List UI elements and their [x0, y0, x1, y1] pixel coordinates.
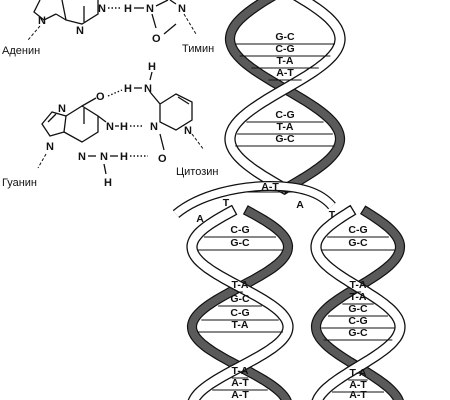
- fork-base-label: A: [296, 199, 304, 211]
- base-pair-label: T-A: [350, 367, 367, 379]
- adenine-n1: N: [98, 3, 106, 15]
- base-pair-label: A-T: [349, 389, 367, 400]
- thymine-n3: N: [146, 3, 154, 15]
- thymine-label: Тимин: [182, 43, 214, 55]
- backbone-strand-front: [310, 204, 406, 400]
- base-pair-label: G-C: [348, 303, 368, 315]
- backbone-strand-back: [310, 205, 406, 400]
- base-pair-label: G-C: [275, 31, 295, 43]
- backbone-strand-front: [186, 204, 294, 400]
- base-pair-label: G-C: [275, 133, 295, 145]
- base-pair-label: C-G: [230, 307, 249, 319]
- guanine-n3: N: [78, 151, 86, 163]
- adenine-label: Аденин: [2, 45, 40, 57]
- base-pair-label: T-A: [232, 279, 249, 291]
- base-pair-label: A-T: [231, 377, 249, 389]
- guanine-o: O: [96, 91, 105, 103]
- base-pair-label: T-A: [232, 365, 249, 377]
- guanine-n7: N: [58, 103, 66, 115]
- guanine-n1: N: [106, 121, 114, 133]
- cytosine-h2: H: [148, 61, 156, 73]
- base-pair-label: G-C: [348, 327, 368, 339]
- cytosine-o: O: [158, 153, 167, 165]
- thymine-h: H: [124, 3, 132, 15]
- base-pair-label: C-G: [275, 43, 294, 55]
- fork-base-label: T: [223, 197, 230, 209]
- helix-daughter-right: C-GG-CT-AT-AG-CC-GG-CT-AA-TA-T: [310, 204, 406, 400]
- base-pair-label: C-G: [230, 224, 249, 236]
- base-pair-label: T-A: [232, 319, 249, 331]
- base-pair-label: A-T: [276, 67, 294, 79]
- helix-daughter-left: C-GG-CT-AG-CC-GT-AT-AA-TA-T: [186, 204, 294, 400]
- cytosine-label: Цитозин: [176, 166, 218, 178]
- base-pair-label: T-A: [277, 55, 294, 67]
- base-pair-label: G-C: [230, 237, 250, 249]
- guanine-cytosine-pair: N N O N H N N H H H N H N O N Гу: [2, 61, 218, 189]
- backbone-strand-back: [186, 205, 294, 400]
- base-pair-label: G-C: [348, 237, 368, 249]
- guanine-h2: H: [120, 151, 128, 163]
- base-pair-label: A-T: [231, 389, 249, 400]
- guanine-h1: H: [120, 121, 128, 133]
- adenine-thymine-pair: N N N H N O N Аденин Тимин: [2, 0, 214, 57]
- adenine-n9: N: [38, 15, 46, 27]
- helix-parent: G-CC-GT-AA-TC-GT-AG-C: [224, 0, 346, 196]
- replication-fork: A-T T A A T: [172, 180, 336, 225]
- guanine-h3: H: [104, 177, 112, 189]
- base-pair-label: A-T: [349, 379, 367, 391]
- cytosine-n1: N: [184, 125, 192, 137]
- base-pair-label: C-G: [275, 109, 294, 121]
- base-pair-label: G-C: [230, 293, 250, 305]
- adenine-n3: N: [76, 25, 84, 37]
- cytosine-h1: H: [124, 83, 132, 95]
- base-pair-label: T-A: [350, 291, 367, 303]
- thymine-o: O: [152, 33, 161, 45]
- cytosine-n4: N: [144, 83, 152, 95]
- guanine-n9: N: [46, 141, 54, 153]
- cytosine-n3: N: [150, 121, 158, 133]
- base-pair-label: T-A: [350, 279, 367, 291]
- fork-base-label: A-T: [261, 181, 279, 193]
- base-pair-label: C-G: [348, 315, 367, 327]
- base-pair-label: T-A: [277, 121, 294, 133]
- fork-base-label: A: [196, 213, 204, 225]
- fork-strand-inner: [173, 182, 335, 217]
- dna-double-helix: G-CC-GT-AA-TC-GT-AG-CA-TTAATC-GG-CT-AG-C…: [172, 0, 406, 400]
- fork-base-label: T: [329, 209, 336, 221]
- guanine-n2: N: [100, 151, 108, 163]
- base-pair-label: C-G: [348, 224, 367, 236]
- guanine-label: Гуанин: [2, 177, 37, 189]
- thymine-n1: N: [178, 3, 186, 15]
